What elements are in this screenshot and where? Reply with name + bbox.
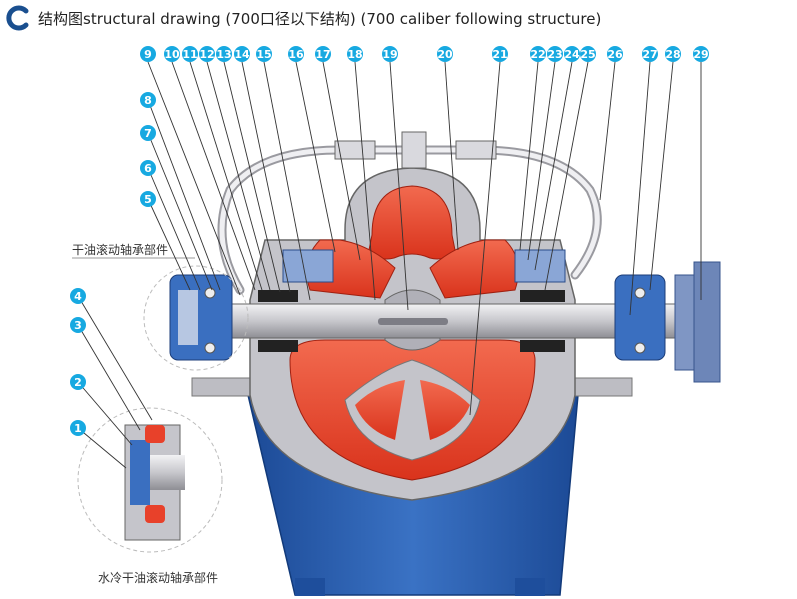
svg-text:9: 9: [144, 48, 152, 61]
bearing-housing-right: [614, 274, 666, 361]
callout-3: 3: [70, 317, 86, 333]
lower-impeller-vane-left: [355, 380, 405, 440]
svg-text:1: 1: [74, 422, 82, 435]
svg-text:12: 12: [199, 48, 214, 61]
lower-impeller-vane-right: [420, 380, 470, 440]
bearing-ball-left-top: [204, 287, 216, 299]
upper-bearing-detail-circle: [143, 265, 249, 371]
pipe-fitting-right: [455, 140, 497, 160]
svg-text:3: 3: [74, 319, 82, 332]
callout-12: 12: [199, 46, 215, 62]
seal-ring-right-lower: [520, 340, 565, 352]
svg-text:16: 16: [288, 48, 304, 61]
cooling-chamber-top: [145, 425, 165, 443]
shaft-keyway: [378, 318, 448, 325]
svg-text:11: 11: [182, 48, 197, 61]
c-logo-icon: [6, 5, 29, 31]
callout-21: 21: [492, 46, 508, 62]
callout-29: 29: [693, 46, 709, 62]
callout-22: 22: [530, 46, 546, 62]
bearing-cap-left: [178, 290, 198, 345]
bearing-ball-right-top: [634, 287, 646, 299]
coupling-hub: [693, 261, 721, 383]
svg-text:23: 23: [547, 48, 562, 61]
callout-25: 25: [580, 46, 596, 62]
callout-9: 9: [140, 46, 156, 62]
callout-2: 2: [70, 374, 86, 390]
lower-bearing-detail-circle: [77, 407, 223, 553]
water-cooled-bearing-cap: [130, 440, 150, 505]
callout-6: 6: [140, 160, 156, 176]
callout-leaders: [77, 61, 702, 469]
svg-text:19: 19: [382, 48, 397, 61]
base-foot-left: [295, 578, 325, 596]
svg-text:5: 5: [144, 193, 152, 206]
callout-1: 1: [70, 420, 86, 436]
callout-5: 5: [140, 191, 156, 207]
stuffing-box-right: [514, 249, 566, 283]
seal-ring-left-upper: [258, 290, 298, 302]
upper-bearing-caption: 干油滚动轴承部件: [72, 242, 168, 257]
svg-text:29: 29: [693, 48, 708, 61]
svg-text:2: 2: [74, 376, 82, 389]
svg-text:7: 7: [144, 127, 152, 140]
callout-4: 4: [70, 288, 86, 304]
svg-text:10: 10: [164, 48, 180, 61]
svg-text:17: 17: [315, 48, 330, 61]
svg-text:21: 21: [492, 48, 507, 61]
bearing-ball-left-bottom: [204, 342, 216, 354]
svg-text:13: 13: [216, 48, 231, 61]
callout-8: 8: [140, 92, 156, 108]
base-foot-right: [515, 578, 545, 596]
callout-27: 27: [642, 46, 658, 62]
callout-14: 14: [234, 46, 250, 62]
water-cooled-bearing-shaft: [150, 455, 185, 490]
header: 结构图structural drawing (700口径以下结构) (700 c…: [6, 4, 601, 32]
suction-splitter: [344, 359, 481, 461]
stuffing-box-left: [282, 249, 334, 283]
callout-11: 11: [182, 46, 198, 62]
svg-text:22: 22: [530, 48, 545, 61]
callout-26: 26: [607, 46, 623, 62]
seal-ring-left-lower: [258, 340, 298, 352]
callout-10: 10: [164, 46, 180, 62]
callout-7: 7: [140, 125, 156, 141]
lower-bearing-caption: 水冷干油滚动轴承部件: [98, 570, 218, 585]
svg-text:6: 6: [144, 162, 152, 175]
seal-ring-right-upper: [520, 290, 565, 302]
svg-text:28: 28: [665, 48, 680, 61]
svg-text:27: 27: [642, 48, 657, 61]
callout-19: 19: [382, 46, 398, 62]
svg-text:25: 25: [580, 48, 595, 61]
callout-13: 13: [216, 46, 232, 62]
svg-text:14: 14: [234, 48, 250, 61]
callout-15: 15: [256, 46, 272, 62]
bearing-ball-right-bottom: [634, 342, 646, 354]
svg-text:20: 20: [437, 48, 453, 61]
svg-text:24: 24: [564, 48, 580, 61]
svg-text:26: 26: [607, 48, 623, 61]
cooling-chamber-bottom: [145, 505, 165, 523]
svg-text:8: 8: [144, 94, 152, 107]
callout-16: 16: [288, 46, 304, 62]
callout-17: 17: [315, 46, 331, 62]
callout-28: 28: [665, 46, 681, 62]
callout-23: 23: [547, 46, 563, 62]
pipe-fitting-center: [401, 131, 427, 169]
pipe-fitting-left: [334, 140, 376, 160]
svg-text:4: 4: [74, 290, 82, 303]
svg-text:15: 15: [256, 48, 271, 61]
callouts: 1 2 3 4 5 6 7 8 9 10 11 12 13 14 15 16 1…: [70, 46, 709, 436]
callout-20: 20: [437, 46, 453, 62]
svg-text:18: 18: [347, 48, 362, 61]
callout-24: 24: [564, 46, 580, 62]
page-title: 结构图structural drawing (700口径以下结构) (700 c…: [38, 9, 602, 28]
callout-18: 18: [347, 46, 363, 62]
